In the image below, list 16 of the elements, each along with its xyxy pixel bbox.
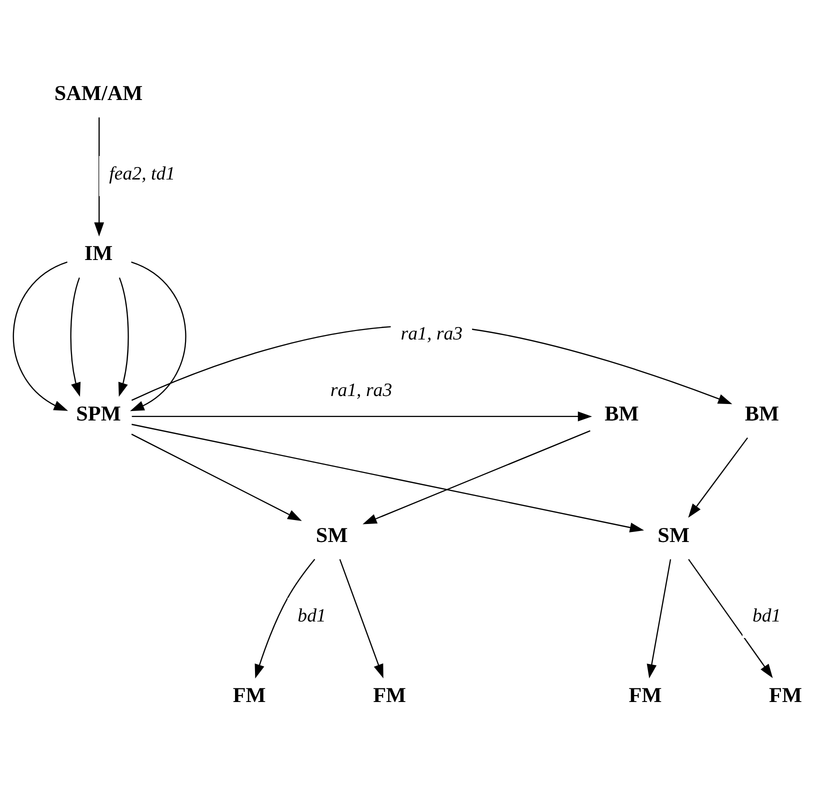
node-text: FM	[769, 683, 802, 708]
edge-label: bd1	[298, 605, 326, 626]
node-text: SAM/AM	[54, 80, 143, 105]
node-text: SPM	[76, 401, 121, 426]
node-text: SM	[316, 522, 348, 547]
node-text: BM	[744, 401, 780, 426]
edge-label: fea2, td1	[109, 163, 176, 184]
edge-label: ra1, ra3	[400, 324, 463, 345]
node-text: IM	[84, 241, 113, 266]
edge-label: ra1, ra3	[330, 380, 392, 402]
node-text: FM	[373, 683, 406, 708]
node-text: BM	[604, 401, 639, 426]
node-text: FM	[232, 683, 266, 708]
edge-label: bd1	[752, 605, 781, 626]
node-text: FM	[628, 683, 662, 708]
node-text: SM	[658, 522, 690, 547]
